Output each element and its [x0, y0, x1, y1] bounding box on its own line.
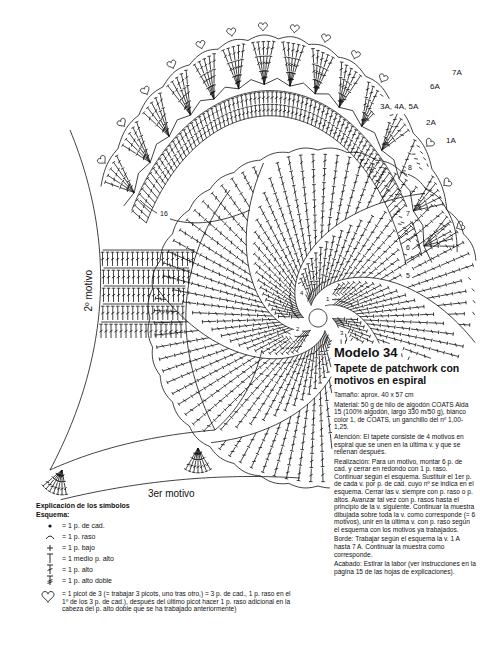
round-number: 16 — [160, 210, 168, 218]
legend-text: = 1 p. alto — [62, 566, 93, 574]
round-number: 6 — [406, 244, 410, 252]
legend-text: = 1 p. alto doble — [62, 577, 112, 585]
subtitle: Tapete de patchwork con motivos en espir… — [334, 362, 476, 386]
legend-text: = 1 picot de 3 (= trabajar 3 picots, uno… — [62, 590, 298, 613]
legend-text: = 1 p. bajo — [62, 544, 95, 552]
round-number: 2 — [296, 326, 299, 333]
round-number: 6A — [430, 82, 440, 91]
stitch-symbol — [48, 524, 51, 527]
stitch-symbol — [47, 576, 53, 585]
body-text: Atención: El tapete consiste de 4 motivo… — [334, 433, 476, 456]
legend-heading: Explicación de los símbolos — [36, 502, 130, 510]
stitch-symbol — [47, 565, 53, 574]
round-number: 4 — [300, 290, 303, 297]
chart-title: Modelo 34 — [334, 346, 398, 361]
legend-text: = 1 p. raso — [62, 533, 95, 541]
stitch-symbol — [42, 592, 54, 603]
round-number: 1 — [326, 296, 329, 303]
body-text: Realización: Para un motivo, montar 6 p.… — [334, 458, 476, 534]
motif-label: 2º motivo — [83, 270, 95, 311]
round-number: 8 — [408, 164, 412, 172]
round-number: 3 — [340, 330, 343, 337]
stitch-symbol — [46, 536, 54, 539]
motif-label: 3er motivo — [148, 488, 195, 500]
round-number: 1A — [446, 136, 456, 145]
round-number: 5 — [406, 272, 410, 280]
legend-heading: Esquema: — [36, 511, 69, 519]
stitch-symbol — [47, 554, 53, 563]
legend-symbols — [42, 524, 54, 602]
body-text: Acabado: Estirar la labor (ver instrucci… — [334, 560, 476, 575]
round-number: 7 — [406, 210, 410, 218]
round-number: 2A — [426, 118, 436, 127]
body-text: Borde: Trabajar según el esquema la v. 1… — [334, 535, 476, 558]
round-number: 3A, 4A, 5A — [380, 102, 418, 111]
round-number: 7A — [452, 68, 462, 77]
stitch-symbol — [47, 545, 53, 551]
stitch-lines — [42, 23, 476, 500]
legend-text: = 1 medio p. alto — [62, 555, 114, 563]
body-text: Tamaño: aprox. 40 x 57 cm — [334, 391, 476, 399]
body-text: Material: 50 g de hilo de algodón COATS … — [334, 401, 476, 431]
legend-text: = 1 p. de cad. — [62, 522, 105, 530]
